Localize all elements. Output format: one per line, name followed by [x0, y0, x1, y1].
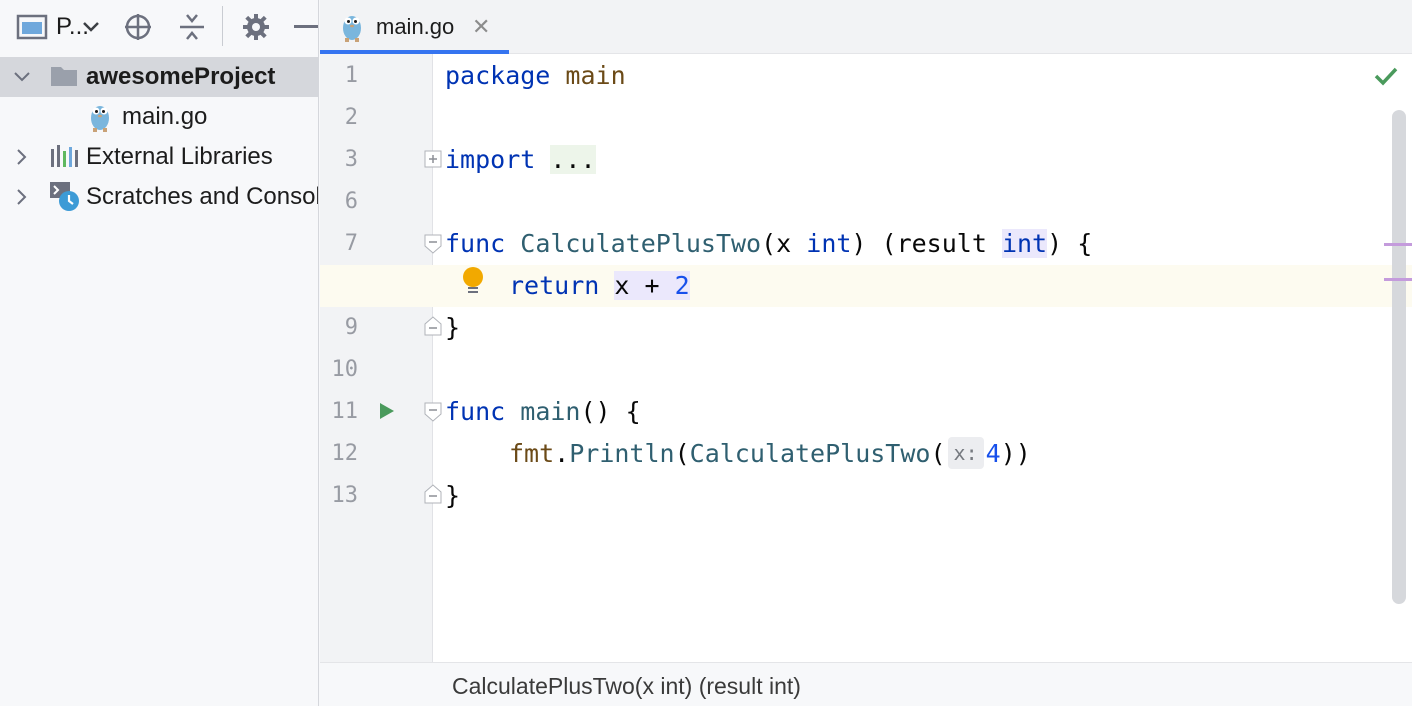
tree-item-scratches[interactable]: Scratches and Consoles	[0, 177, 319, 217]
code-text: ) {	[1047, 229, 1093, 258]
line-number: 2	[344, 105, 358, 130]
line-number: 9	[344, 315, 358, 340]
usage-marker[interactable]	[1384, 243, 1412, 246]
line-number: 10	[331, 357, 359, 382]
breadcrumb-item[interactable]: CalculatePlusTwo(x int) (result int)	[452, 673, 801, 699]
scratches-icon	[48, 180, 82, 217]
function-name: CalculatePlusTwo	[520, 229, 762, 258]
usage-marker[interactable]	[1384, 278, 1412, 281]
keyword: import	[445, 145, 536, 174]
folder-icon	[50, 64, 78, 93]
code-line-3[interactable]: import ...	[445, 139, 596, 181]
tree-item-label: main.go	[122, 103, 208, 130]
type-int-highlighted: int	[1001, 229, 1048, 258]
line-number: 13	[331, 483, 359, 508]
chevron-down-icon[interactable]	[12, 67, 32, 87]
close-icon[interactable]: ✕	[472, 14, 491, 39]
parameter-hint: x:	[947, 437, 984, 469]
code-text: }	[445, 481, 461, 510]
libraries-icon	[50, 143, 80, 174]
code-text: x +	[614, 271, 675, 300]
tree-item-awesomeproject[interactable]: awesomeProject	[0, 57, 318, 97]
keyword: return	[509, 271, 600, 300]
editor-tab-bar: main.go ✕	[320, 0, 1412, 54]
editor: main.go ✕ 1 2 3 6 7 8 9 10 11 12 13 pack…	[320, 0, 1412, 706]
line-number: 1	[344, 63, 358, 88]
code-text: ) (result	[851, 229, 1002, 258]
gutter: 1 2 3 6 7 8 9 10 11 12 13	[320, 54, 433, 662]
code-line-9[interactable]: }	[445, 307, 460, 349]
line-number: 7	[344, 231, 358, 256]
panel-title[interactable]: P...	[56, 13, 89, 40]
fold-end-icon[interactable]	[424, 484, 442, 504]
line-number: 6	[344, 189, 358, 214]
tree-item-label: Scratches and Consoles	[86, 183, 319, 210]
chevron-down-icon[interactable]	[80, 8, 102, 46]
folded-imports[interactable]: ...	[550, 145, 596, 174]
tree-item-label: External Libraries	[86, 143, 273, 170]
project-view-icon[interactable]	[14, 8, 50, 46]
code-text: (	[674, 439, 690, 468]
code-text: ))	[1000, 439, 1031, 468]
chevron-right-icon[interactable]	[12, 147, 32, 167]
function-call: CalculatePlusTwo	[689, 439, 931, 468]
code-text: }	[445, 313, 461, 342]
run-icon[interactable]	[378, 401, 396, 426]
breadcrumb: CalculatePlusTwo(x int) (result int)	[320, 662, 1412, 706]
keyword: func	[445, 229, 506, 258]
fold-collapse-icon[interactable]	[424, 234, 442, 254]
inspection-ok-check-icon[interactable]	[1374, 66, 1398, 91]
tree-item-main-go[interactable]: main.go	[0, 97, 318, 137]
type-int: int	[806, 229, 852, 258]
code-text: () {	[580, 397, 641, 426]
code-line-7[interactable]: func CalculatePlusTwo(x int) (result int…	[445, 223, 1092, 265]
code-line-13[interactable]: }	[445, 475, 460, 517]
project-toolbar: P...	[0, 0, 318, 54]
vertical-scrollbar[interactable]	[1392, 110, 1406, 604]
function-call: Println	[569, 439, 675, 468]
line-number: 3	[344, 147, 358, 172]
toolbar-divider	[222, 6, 223, 46]
line-number: 12	[331, 441, 359, 466]
tab-label: main.go	[376, 14, 455, 39]
fold-end-icon[interactable]	[424, 316, 442, 336]
package-ref: fmt	[509, 439, 555, 468]
project-tool-window: P... awesomeProject main.go	[0, 0, 319, 706]
code-text: .	[554, 439, 570, 468]
number-literal: 4	[985, 439, 1001, 468]
package-name: main	[565, 61, 626, 90]
chevron-right-icon[interactable]	[12, 187, 32, 207]
collapse-all-icon[interactable]	[172, 8, 212, 46]
current-line-highlight	[320, 265, 1412, 307]
function-name: main	[520, 397, 581, 426]
fold-expand-icon[interactable]	[424, 150, 442, 168]
tab-main-go[interactable]: main.go ✕	[320, 0, 509, 54]
keyword: func	[445, 397, 506, 426]
fold-collapse-icon[interactable]	[424, 402, 442, 422]
go-gopher-icon	[340, 11, 364, 48]
number-literal: 2	[674, 271, 690, 300]
code-line-11[interactable]: func main() {	[445, 391, 641, 433]
code-line-8[interactable]: return x + 2	[509, 265, 690, 307]
tree-item-external-libraries[interactable]: External Libraries	[0, 137, 318, 177]
locate-icon[interactable]	[118, 8, 158, 46]
code-line-1[interactable]: package main	[445, 55, 626, 97]
settings-icon[interactable]	[236, 8, 276, 46]
intention-bulb-icon[interactable]	[460, 266, 486, 301]
line-number: 11	[331, 399, 359, 424]
code-line-12[interactable]: fmt.Println(CalculatePlusTwo(x:4))	[509, 433, 1031, 475]
keyword: package	[445, 61, 551, 90]
code-text: (x	[761, 229, 807, 258]
tree-item-label: awesomeProject	[86, 63, 276, 90]
hide-icon[interactable]	[290, 8, 318, 46]
go-gopher-icon	[88, 101, 112, 137]
code-text: (	[930, 439, 946, 468]
